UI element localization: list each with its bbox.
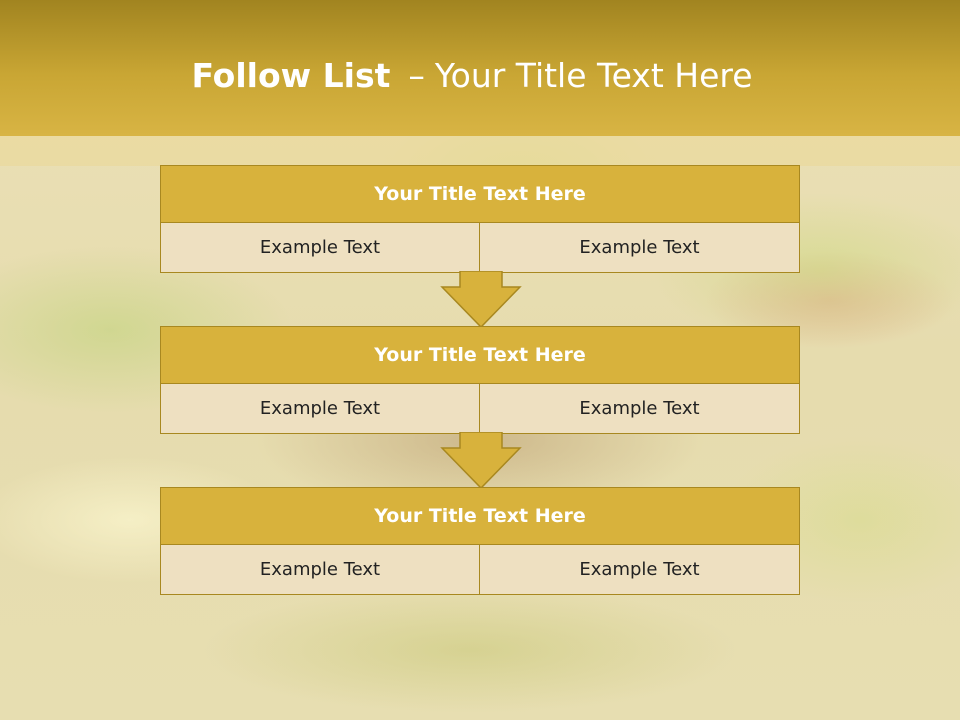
step-row: Example Text Example Text (160, 223, 800, 273)
step-title: Your Title Text Here (160, 326, 800, 384)
step-cell-right: Example Text (480, 223, 800, 273)
step-cell-left: Example Text (160, 384, 480, 434)
step-cell-right: Example Text (480, 545, 800, 595)
step-cell-left: Example Text (160, 223, 480, 273)
title-rest: Your Title Text Here (434, 56, 753, 95)
title-bold: Follow List (191, 56, 391, 95)
title-separator: – (408, 56, 425, 95)
step-box-1: Your Title Text Here Example Text Exampl… (160, 165, 800, 273)
page-title: Follow List–Your Title Text Here (0, 56, 944, 96)
step-box-3: Your Title Text Here Example Text Exampl… (160, 487, 800, 595)
step-cell-right: Example Text (480, 384, 800, 434)
step-title: Your Title Text Here (160, 165, 800, 223)
down-arrow-icon (440, 271, 522, 329)
step-row: Example Text Example Text (160, 545, 800, 595)
step-row: Example Text Example Text (160, 384, 800, 434)
header-band (0, 136, 960, 166)
step-cell-left: Example Text (160, 545, 480, 595)
step-title: Your Title Text Here (160, 487, 800, 545)
down-arrow-icon (440, 432, 522, 490)
header-bar (0, 0, 960, 136)
step-box-2: Your Title Text Here Example Text Exampl… (160, 326, 800, 434)
